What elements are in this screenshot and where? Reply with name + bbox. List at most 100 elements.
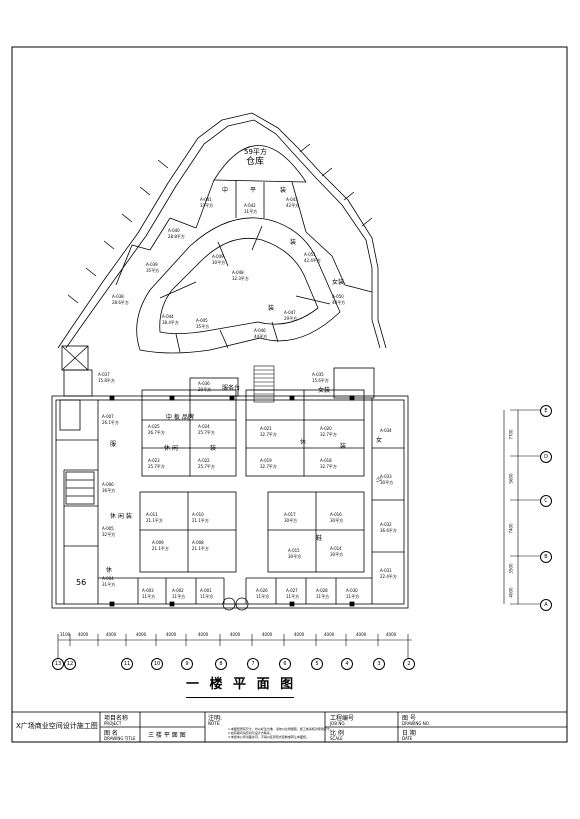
unit-area: 36.6平方 [380,528,397,533]
unit-area: 30平方 [212,260,226,265]
zone-label: 鞋 [316,535,323,542]
unit-id: A-038 [112,294,124,299]
upper-wing [57,112,387,399]
unit-area: 40平方 [332,300,346,305]
side-dimension [503,409,540,605]
drawing-name-label: 图 名 [104,730,118,737]
unit-id: A-004 [102,576,114,581]
zone-label: 中 板 品牌 [166,414,194,421]
scale-label: 比 例 [330,730,344,737]
unit-id: A-028 [316,588,328,593]
unit-area: 38.4平方 [162,320,179,325]
unit-area: 11平方 [200,594,214,599]
unit-id: A-015 [288,548,300,553]
bottom-dimension [57,634,412,658]
unit-id: A-036 [198,381,210,386]
unit-area: 11平方 [346,594,360,599]
side-dim: 7700 [508,429,514,440]
unit-id: A-009 [152,540,164,545]
unit-area: 31平方 [244,209,258,214]
unit-area: 28.8平方 [168,234,185,239]
unit-id: A-021 [260,426,272,431]
drawing-no-label: 图 号 [402,715,416,722]
unit-id: A-045 [196,318,208,323]
unit-area: 11平方 [172,594,186,599]
axis-bubble: A [540,599,552,611]
unit-id: A-024 [198,424,210,429]
unit-id: A-002 [172,588,184,593]
unit-id: A-035 [312,372,324,377]
notes-line: 3.未经本公司书面许可，不得以任何形式复制或转让本图纸。 [228,735,309,739]
unit-area: 32.3平方 [232,276,249,281]
unit-id: A-027 [286,588,298,593]
axis-bubble: 2 [403,658,415,670]
axis-bubble: E [540,405,552,417]
unit-id: A-008 [192,540,204,545]
unit-area: 11平方 [256,594,270,599]
unit-area: 42.4平方 [304,258,321,263]
service-desk-label: 服务台 [222,385,241,392]
grid-dim: 4000 [386,632,397,637]
scale-sub: SCALE [330,736,343,741]
drawing-no-sub: DRAWING NO. [402,721,430,726]
unit-id: A-010 [192,512,204,517]
unit-id: A-019 [260,458,272,463]
unit-id: A-051 [304,252,316,257]
unit-id: A-030 [346,588,358,593]
axis-bubble: 9 [181,658,193,670]
company-name: X广场商业空间设计施工图 [16,722,98,730]
unit-area: 30平方 [288,554,302,559]
unit-area: 25.7平方 [198,464,215,469]
grid-dim: 4000 [324,632,335,637]
unit-area: 42平方 [286,203,300,208]
axis-bubble: C [540,495,552,507]
axis-bubble: 7 [247,658,259,670]
project-name-label: 项目名称 [104,715,129,722]
axis-bubble: 5 [311,658,323,670]
unit-id: A-018 [320,458,332,463]
axis-bubble: 13 [52,658,64,670]
unit-area: 26.7平方 [148,430,165,435]
grid-dim: 4000 [230,632,241,637]
unit-id: A-003 [142,588,154,593]
zone-label: 休 [300,439,307,446]
zone-label: 女 [376,437,383,444]
unit-area: 31平方 [102,582,116,587]
unit-id: A-040 [168,228,180,233]
side-dim: 3500 [508,563,514,574]
unit-area: 22.4平方 [380,574,397,579]
storage-area: 59平方 [244,148,267,156]
zone-label: 平 [250,187,257,194]
unit-area: 30平方 [284,518,298,523]
plan-title-underline [186,697,294,698]
unit-area: 11平方 [316,594,330,599]
drawing-name-value: 三 楼 平 面 图 [148,732,186,739]
unit-id: A-033 [380,474,392,479]
unit-id: A-034 [380,428,392,433]
date-sub: DATE [402,736,413,741]
unit-id: A-041 [200,197,212,202]
grid-dim: 4000 [136,632,147,637]
notes-label: 注明: [208,715,223,722]
unit-area: 15.6平方 [312,378,329,383]
project-name-sub: PROJECT [104,721,122,726]
grid-dim: 4000 [78,632,89,637]
unit-area: 11平方 [286,594,300,599]
unit-area: 32.7平方 [320,464,337,469]
unit-id: A-017 [284,512,296,517]
unit-id: A-050 [332,294,344,299]
grid-dim: 4000 [198,632,209,637]
unit-id: A-006 [102,482,114,487]
unit-area: 35平方 [196,324,210,329]
notes-sub: NOTE: [208,721,221,726]
zone-label: 装 [268,305,275,312]
unit-id: A-014 [330,546,342,551]
zone-label: 女装 [332,279,345,286]
unit-id: A-022 [198,458,210,463]
unit-area: 30平方 [380,480,394,485]
axis-bubble: 6 [279,658,291,670]
axis-bubble: 10 [151,658,163,670]
axis-bubble: 3 [373,658,385,670]
unit-id: A-026 [256,588,268,593]
